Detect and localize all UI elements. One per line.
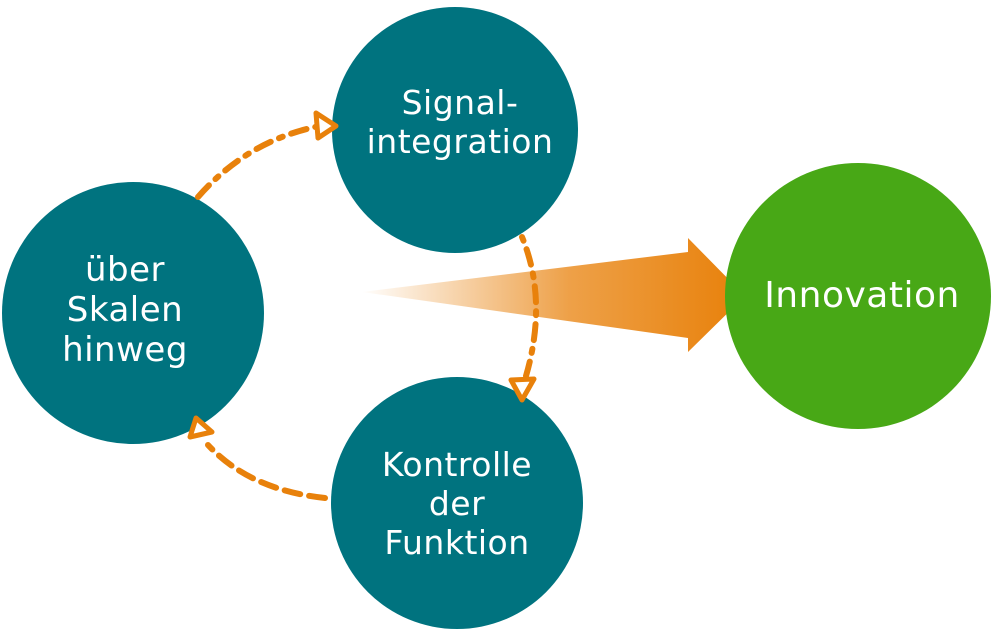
node-skalen-label: über Skalen hinweg <box>0 250 250 370</box>
cycle-arrow-signal-to-kontrolle <box>519 234 540 379</box>
node-innovation-label: Innovation <box>738 275 986 317</box>
cycle-arrow-skalen-to-signal <box>195 123 323 200</box>
cycle-arrowhead-signal <box>313 110 339 141</box>
node-innovation-circle <box>725 163 991 429</box>
node-signal-line2: integration <box>366 121 554 161</box>
node-skalen-line2: Skalen <box>66 290 184 331</box>
node-skalen-line1: über <box>84 250 166 290</box>
node-signal-line1: Signal- <box>401 83 519 122</box>
node-signal-label: Signal- integration <box>335 83 585 162</box>
node-skalen-circle <box>2 182 264 444</box>
node-kontrolle-circle <box>331 377 583 629</box>
node-skalen-line3: hinweg <box>62 330 188 371</box>
node-kontrolle-line3: Funktion <box>384 522 530 562</box>
node-kontrolle-line2: der <box>428 483 486 523</box>
node-innovation-text: Innovation <box>764 275 960 316</box>
cycle-arrow-kontrolle-to-skalen <box>205 442 328 501</box>
node-kontrolle-label: Kontrolle der Funktion <box>332 445 582 563</box>
cycle-arrowhead-skalen <box>187 415 215 440</box>
node-kontrolle-line1: Kontrolle <box>381 445 533 484</box>
innovation-arrow <box>362 238 745 352</box>
node-signal-circle <box>332 7 578 253</box>
cycle-arrowhead-kontrolle <box>508 376 537 403</box>
